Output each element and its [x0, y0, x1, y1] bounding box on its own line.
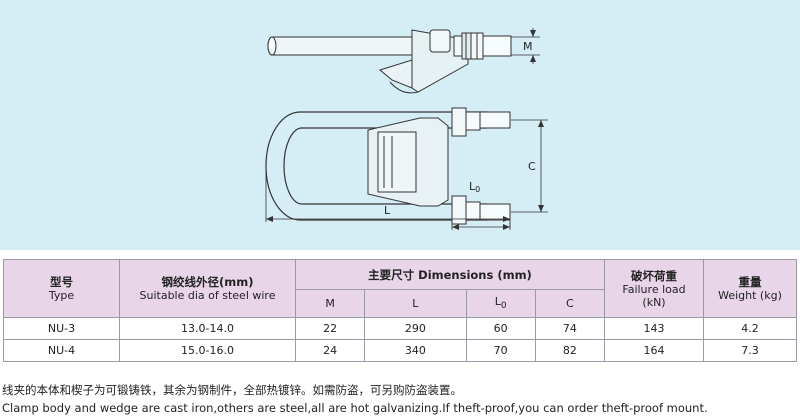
header-dim-l: L: [364, 289, 467, 318]
cell-weight: 4.2: [703, 317, 797, 340]
table-row: NU-4 15.0-16.0 24 340 70 82 164 7.3: [3, 339, 797, 362]
note-english: Clamp body and wedge are cast iron,other…: [2, 401, 708, 415]
header-dim-m: M: [294, 289, 366, 318]
clamp-technical-drawing: M C L L0: [265, 28, 548, 230]
cell-m: 22: [294, 317, 366, 340]
cell-l0: 60: [465, 317, 536, 340]
dim-l-label: L: [384, 204, 391, 217]
cell-l0: 70: [465, 339, 536, 362]
dim-m-label: M: [523, 40, 533, 53]
header-failure-load: 破坏荷重 Failure load (kN): [604, 259, 704, 318]
cell-l: 340: [364, 339, 467, 362]
header-dim-l0-sub: 0: [500, 301, 507, 312]
cell-c: 74: [534, 317, 606, 340]
cell-weight: 7.3: [703, 339, 797, 362]
header-dim-l0: L0: [465, 289, 536, 318]
header-diameter-cn: 钢绞线外径(mm): [161, 275, 254, 289]
cell-c: 82: [534, 339, 606, 362]
header-type: 型号 Type: [3, 259, 120, 318]
header-weight: 重量 Weight (kg): [703, 259, 797, 318]
dim-l0-label: L0: [469, 180, 480, 194]
notes: 线夹的本体和楔子为可锻铸铁，其余为钢制件，全部热镀锌。如需防盗，可另购防盗装置。…: [2, 381, 708, 417]
header-load-en: Failure load: [622, 282, 686, 296]
header-type-cn: 型号: [50, 275, 73, 289]
dim-l0-base: L: [469, 180, 476, 193]
bottom-view: [265, 107, 548, 230]
header-diameter: 钢绞线外径(mm) Suitable dia of steel wire: [119, 259, 296, 318]
header-type-en: Type: [48, 289, 75, 302]
dim-c-label: C: [528, 160, 536, 173]
cell-type: NU-4: [3, 339, 120, 362]
header-dim-l0-base: L: [494, 295, 501, 309]
header-dim-c: C: [534, 289, 606, 318]
top-view: [267, 28, 540, 94]
specifications-table: 型号 Type 钢绞线外径(mm) Suitable dia of steel …: [3, 259, 797, 362]
header-load-cn: 破坏荷重: [631, 268, 677, 283]
cell-load: 143: [604, 317, 704, 340]
cell-type: NU-3: [3, 317, 120, 340]
dim-l0-sub: 0: [475, 185, 480, 194]
header-dimensions: 主要尺寸 Dimensions (mm): [295, 259, 605, 290]
note-chinese: 线夹的本体和楔子为可锻铸铁，其余为钢制件，全部热镀锌。如需防盗，可另购防盗装置。: [2, 383, 462, 397]
cell-l: 290: [364, 317, 467, 340]
cell-diameter: 13.0-14.0: [119, 317, 296, 340]
cell-diameter: 15.0-16.0: [119, 339, 296, 362]
header-dimensions-label: 主要尺寸 Dimensions (mm): [368, 267, 532, 282]
header-weight-cn: 重量: [738, 275, 762, 289]
cell-m: 24: [294, 339, 366, 362]
product-drawing-panel: M C L L0: [0, 0, 800, 250]
cell-load: 164: [604, 339, 704, 362]
header-weight-en: Weight (kg): [718, 289, 782, 302]
header-diameter-en: Suitable dia of steel wire: [139, 289, 276, 302]
table-row: NU-3 13.0-14.0 22 290 60 74 143 4.2: [3, 317, 797, 340]
header-load-unit: (kN): [642, 295, 666, 309]
